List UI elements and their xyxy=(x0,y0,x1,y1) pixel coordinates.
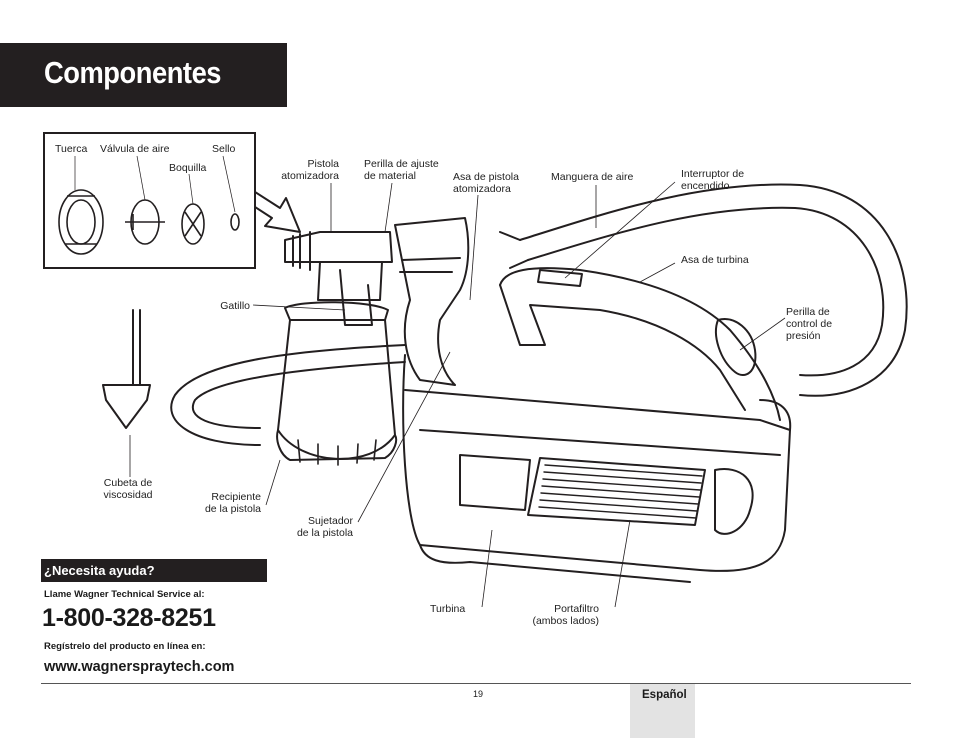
nozzle-parts-drawing xyxy=(58,155,240,255)
label-interruptor: Interruptor de encendido xyxy=(681,168,745,192)
label-boquilla: Boquilla xyxy=(169,162,207,174)
label-tuerca: Tuerca xyxy=(55,143,88,155)
title-bar xyxy=(0,43,287,107)
phone-number[interactable]: 1-800-328-8251 xyxy=(42,604,216,632)
label-recipiente: Recipiente de la pistola xyxy=(204,491,261,515)
help-heading-bar xyxy=(41,559,267,582)
label-asa-pistola: Asa de pistola atomizadora xyxy=(453,171,519,195)
label-perilla-presion: Perilla de control de presión xyxy=(786,306,833,342)
label-manguera: Manguera de aire xyxy=(551,171,634,183)
label-gatillo: Gatillo xyxy=(220,300,250,312)
label-portafiltro: Portafiltro (ambos lados) xyxy=(532,603,599,627)
footer-rule xyxy=(41,683,911,684)
language-tab[interactable] xyxy=(630,684,695,738)
label-asa-turbina: Asa de turbina xyxy=(681,254,749,266)
label-sello: Sello xyxy=(212,143,236,155)
label-cubeta: Cubeta de viscosidad xyxy=(103,477,153,501)
label-valvula-aire: Válvula de aire xyxy=(100,143,170,155)
label-turbina: Turbina xyxy=(430,603,466,615)
website-link[interactable]: www.wagnerspraytech.com xyxy=(44,659,235,675)
language-label: Español xyxy=(642,689,687,701)
label-perilla-material: Perilla de ajuste de material xyxy=(364,158,439,182)
page-title: Componentes xyxy=(44,55,222,90)
call-text: Llame Wagner Technical Service al: xyxy=(44,589,205,600)
register-text: Regístrelo del producto en línea en: xyxy=(44,641,206,652)
label-sujetador: Sujetador de la pistola xyxy=(296,515,353,539)
nozzle-parts-inset: Tuerca Válvula de aire Sello Boquilla xyxy=(43,132,256,269)
page-number: 19 xyxy=(473,689,484,699)
help-heading: ¿Necesita ayuda? xyxy=(44,563,155,578)
label-pistola: Pistola atomizadora xyxy=(281,158,339,182)
